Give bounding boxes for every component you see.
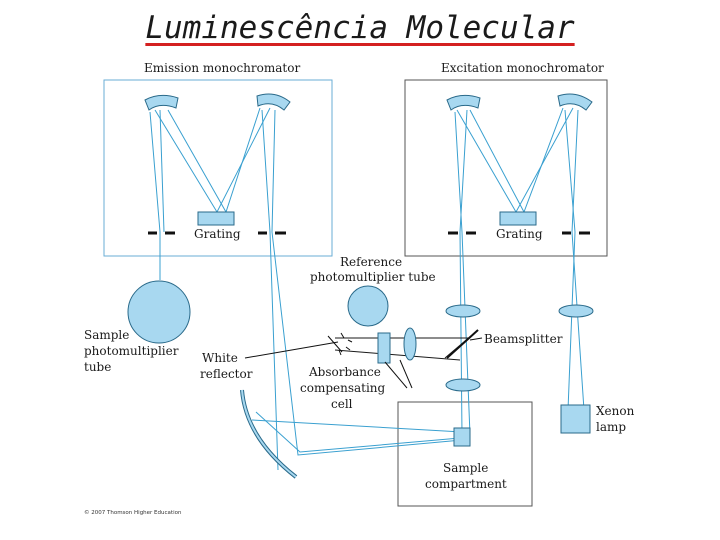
emission-mirror-left xyxy=(144,94,179,111)
label-reference-pmt-1: Reference xyxy=(340,255,402,269)
label-sample-pmt-2: photomultiplier xyxy=(84,344,179,358)
label-xenon-1: Xenon xyxy=(596,404,635,418)
label-xenon-2: lamp xyxy=(596,420,626,434)
copyright-notice: © 2007 Thomson Higher Education xyxy=(84,509,182,516)
excitation-monochromator-box xyxy=(404,79,608,257)
absorbance-cell xyxy=(377,332,391,364)
sample-pmt-icon xyxy=(127,280,191,344)
label-sample-pmt-3: tube xyxy=(84,360,111,374)
beamsplitter xyxy=(446,329,479,359)
emission-mirror-right xyxy=(256,93,291,111)
label-excitation-monochromator: Excitation monochromator xyxy=(441,61,604,75)
excitation-mirror-right xyxy=(557,93,593,111)
mirrors xyxy=(144,93,593,111)
sample-compartment-box xyxy=(397,401,533,507)
excitation-mirror-left xyxy=(446,94,481,111)
lenses xyxy=(403,304,594,392)
label-absorbance-3: cell xyxy=(331,397,353,411)
sample-cuvette xyxy=(453,427,471,447)
slide-title: Luminescência Molecular xyxy=(0,10,720,46)
lens-excitation-lower xyxy=(445,378,481,392)
grating-right xyxy=(499,211,537,226)
grating-left xyxy=(197,211,235,226)
lens-reference xyxy=(403,327,417,361)
label-grating-left: Grating xyxy=(194,227,241,241)
label-white-reflector-2: reflector xyxy=(200,367,253,381)
label-reference-pmt-2: photomultiplier tube xyxy=(310,270,436,284)
label-sample-compartment-1: Sample xyxy=(443,461,488,475)
label-pointers xyxy=(244,337,483,389)
label-absorbance-2: compensating xyxy=(300,381,386,395)
label-emission-monochromator: Emission monochromator xyxy=(144,61,300,75)
emission-monochromator-box xyxy=(103,79,333,257)
label-beamsplitter: Beamsplitter xyxy=(484,332,563,346)
slide-title-text: Luminescência Molecular xyxy=(145,10,575,46)
label-grating-right: Grating xyxy=(496,227,543,241)
label-white-reflector-1: White xyxy=(202,351,238,365)
lens-xenon xyxy=(558,304,594,318)
label-sample-pmt-1: Sample xyxy=(84,328,129,342)
xenon-lamp xyxy=(560,404,591,434)
reference-pmt-icon xyxy=(347,285,389,327)
white-reflector xyxy=(240,389,298,479)
reference-reflector-icon xyxy=(327,332,353,356)
label-absorbance-1: Absorbance xyxy=(308,365,381,379)
label-sample-compartment-2: compartment xyxy=(425,477,507,491)
lens-excitation-upper xyxy=(445,304,481,318)
